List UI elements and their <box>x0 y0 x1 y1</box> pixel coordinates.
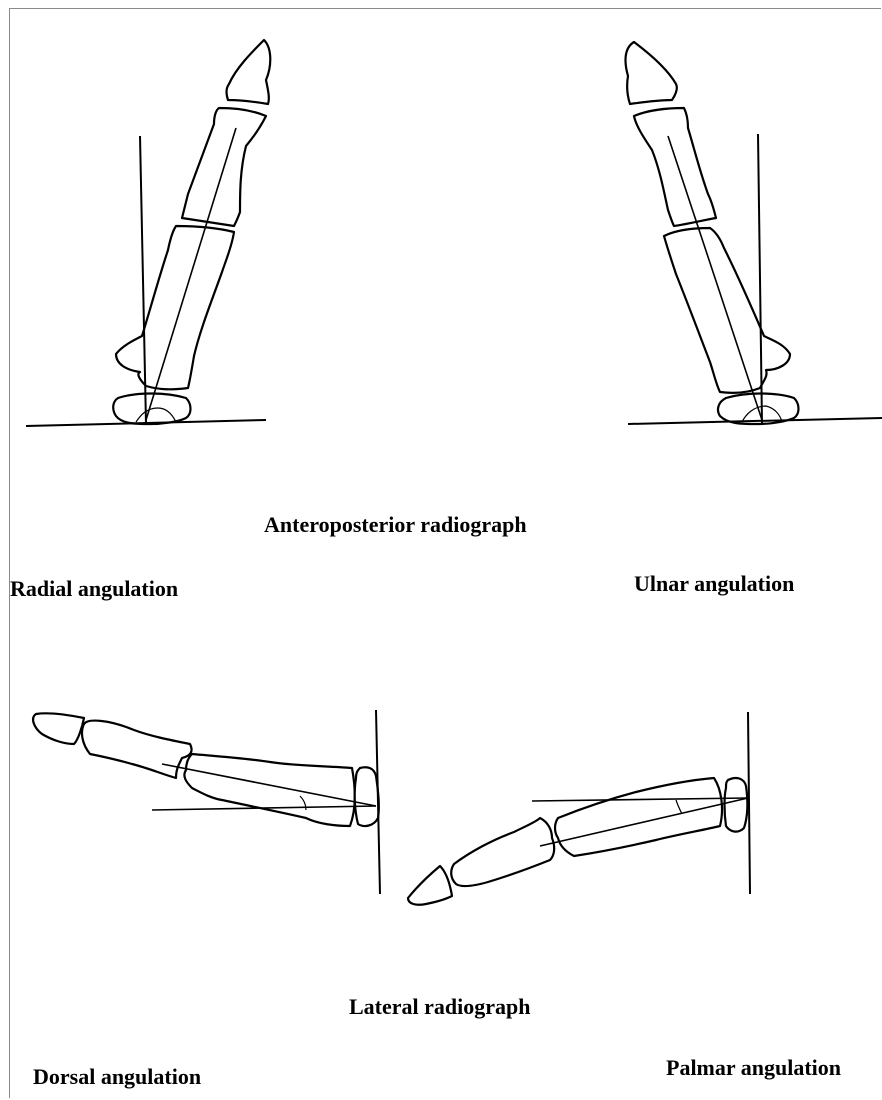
lateral-radiograph-label: Lateral radiograph <box>349 996 531 1018</box>
dorsal-middle-phalanx <box>82 721 192 778</box>
ulnar-middle-phalanx <box>634 108 716 226</box>
ulnar-angulation-label: Ulnar angulation <box>634 573 794 595</box>
dorsal-distal-phalanx <box>33 713 84 744</box>
dorsal-proximal-phalanx <box>184 754 354 826</box>
radial-angulation-drawing <box>26 40 270 426</box>
palmar-angulation-drawing <box>408 712 750 905</box>
ulnar-distal-phalanx <box>626 42 677 104</box>
dorsal-metacarpal-head <box>355 767 379 826</box>
anteroposterior-radiograph-label: Anteroposterior radiograph <box>264 514 527 536</box>
palmar-angulation-label: Palmar angulation <box>666 1057 841 1079</box>
radial-distal-phalanx <box>227 40 271 104</box>
radial-proximal-phalanx <box>116 226 234 389</box>
palmar-vertical-reference <box>748 712 750 894</box>
palmar-metacarpal-head <box>725 778 748 832</box>
dorsal-angulation-label: Dorsal angulation <box>33 1066 201 1088</box>
dorsal-angulation-drawing <box>33 710 380 894</box>
ulnar-proximal-phalanx <box>664 228 790 393</box>
ulnar-angulation-drawing <box>626 42 882 424</box>
radial-angulation-label: Radial angulation <box>10 578 178 600</box>
palmar-distal-phalanx <box>408 866 452 905</box>
palmar-middle-phalanx <box>451 818 554 886</box>
palmar-proximal-phalanx <box>555 778 722 856</box>
